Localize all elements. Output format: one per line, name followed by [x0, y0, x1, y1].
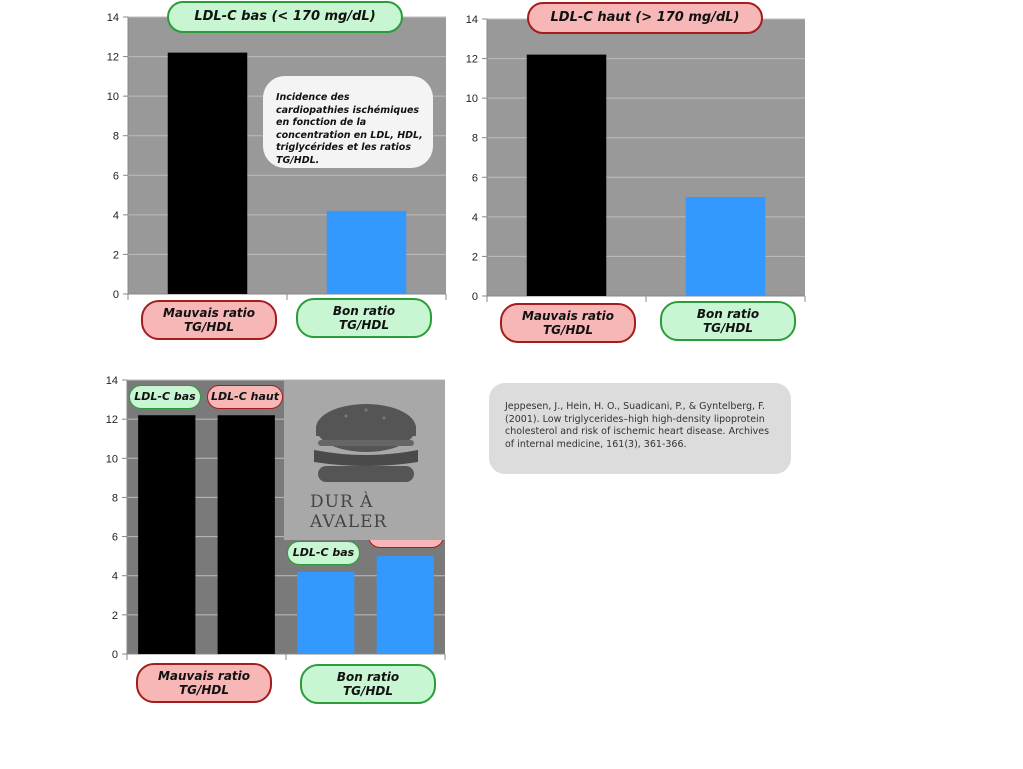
y-tick-label: 2 — [112, 610, 118, 622]
bar-1 — [326, 210, 407, 294]
bar-ldl-c-haut-0 — [217, 415, 275, 654]
chart2-cat-bad: Mauvais ratio TG/HDL — [500, 303, 636, 343]
reference-box: Jeppesen, J., Hein, H. O., Suadicani, P.… — [489, 383, 791, 474]
chart1-title: LDL-C bas (< 170 mg/dL) — [167, 1, 403, 33]
y-tick-label: 10 — [107, 91, 119, 103]
bar-ldl-c-haut-1 — [376, 556, 434, 654]
y-tick-label: 0 — [113, 289, 119, 301]
chart3-cat-bad: Mauvais ratio TG/HDL — [136, 663, 272, 703]
chart2-cat-good: Bon ratio TG/HDL — [660, 301, 796, 341]
bar-ldl-c-bas-0 — [138, 415, 196, 654]
chart1-cat-bad: Mauvais ratio TG/HDL — [141, 300, 277, 340]
chart3-label-bas-good: LDL-C bas — [287, 541, 360, 565]
y-tick-label: 2 — [472, 251, 478, 263]
y-tick-label: 12 — [107, 52, 119, 64]
chart3-label-haut-bad: LDL-C haut — [207, 385, 283, 409]
y-tick-label: 4 — [472, 212, 478, 224]
y-tick-label: 14 — [107, 12, 119, 24]
bar-1 — [685, 197, 766, 296]
chart1-cat-good: Bon ratio TG/HDL — [296, 298, 432, 338]
y-tick-label: 0 — [472, 291, 478, 303]
annotation-box: Incidence des cardiopathies ischémiques … — [263, 76, 433, 168]
y-tick-label: 10 — [106, 453, 118, 465]
y-tick-label: 12 — [466, 54, 478, 66]
bar-0 — [526, 54, 607, 296]
chart3-label-bas-bad: LDL-C bas — [129, 385, 201, 409]
y-tick-label: 8 — [113, 131, 119, 143]
y-tick-label: 4 — [112, 571, 118, 583]
bar-0 — [167, 52, 248, 294]
chart2-title: LDL-C haut (> 170 mg/dL) — [527, 2, 763, 34]
y-tick-label: 14 — [106, 375, 118, 387]
y-tick-label: 8 — [472, 133, 478, 145]
y-tick-label: 12 — [106, 414, 118, 426]
y-tick-label: 8 — [112, 492, 118, 504]
burger-icon — [314, 404, 418, 482]
y-tick-label: 2 — [113, 249, 119, 261]
chart3-cat-good: Bon ratio TG/HDL — [300, 664, 436, 704]
y-tick-label: 6 — [112, 532, 118, 544]
watermark-logo: DUR À AVALER — [284, 380, 445, 540]
y-tick-label: 10 — [466, 93, 478, 105]
y-tick-label: 6 — [113, 170, 119, 182]
chart-ldl-haut: 0 2 4 6 8 10 12 14 — [466, 14, 806, 303]
y-tick-label: 0 — [112, 649, 118, 661]
y-tick-label: 6 — [472, 172, 478, 184]
bar-ldl-c-bas-1 — [297, 571, 355, 654]
y-tick-label: 4 — [113, 210, 119, 222]
watermark-text: DUR À AVALER — [310, 492, 388, 532]
y-tick-label: 14 — [466, 14, 478, 26]
